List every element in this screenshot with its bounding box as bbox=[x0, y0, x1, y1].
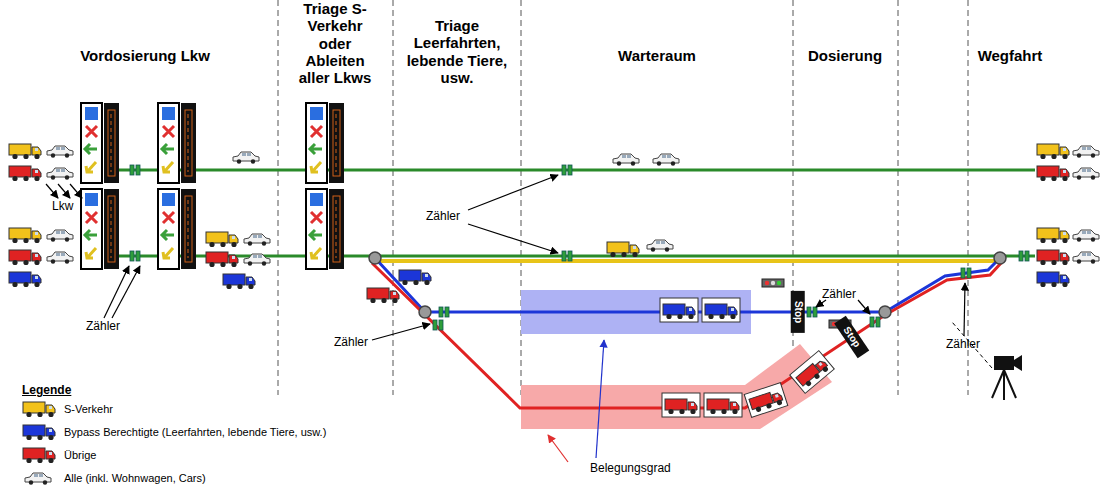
counter-label: Zähler bbox=[822, 288, 856, 302]
legend-swatch bbox=[22, 423, 56, 441]
counter-label: Zähler bbox=[334, 336, 368, 350]
legend-text: Bypass Berechtigte (Leerfahrten, lebende… bbox=[64, 426, 326, 439]
legend-swatch bbox=[22, 446, 56, 464]
section-heading: Triage S-Verkehr oder Ableiten aller Lkw… bbox=[290, 0, 380, 86]
section-heading: Vordosierung Lkw bbox=[80, 47, 210, 64]
legend-text: Alle (inkl. Wohnwagen, Cars) bbox=[64, 472, 206, 485]
legend-car bbox=[25, 473, 51, 485]
legend-swatch bbox=[22, 400, 56, 418]
legend-text: S-Verkehr bbox=[64, 403, 113, 416]
occupancy-label: Belegungsgrad bbox=[590, 462, 671, 476]
vehicle-label: Lkw bbox=[52, 200, 73, 214]
counter-label: Zähler bbox=[426, 210, 460, 224]
section-heading: Dosierung bbox=[808, 47, 882, 64]
section-heading: Wegfahrt bbox=[978, 47, 1043, 64]
legend-text: Übrige bbox=[64, 449, 96, 462]
legend-heading: Legende bbox=[22, 384, 71, 398]
section-heading: Warteraum bbox=[618, 47, 696, 64]
stop-bar: Stop bbox=[835, 316, 870, 359]
stop-bar: Stop bbox=[791, 291, 805, 333]
section-heading: Triage Leerfahrten, lebende Tiere, usw. bbox=[398, 17, 516, 86]
counter-label: Zähler bbox=[86, 320, 120, 334]
counter-label: Zähler bbox=[946, 338, 980, 352]
